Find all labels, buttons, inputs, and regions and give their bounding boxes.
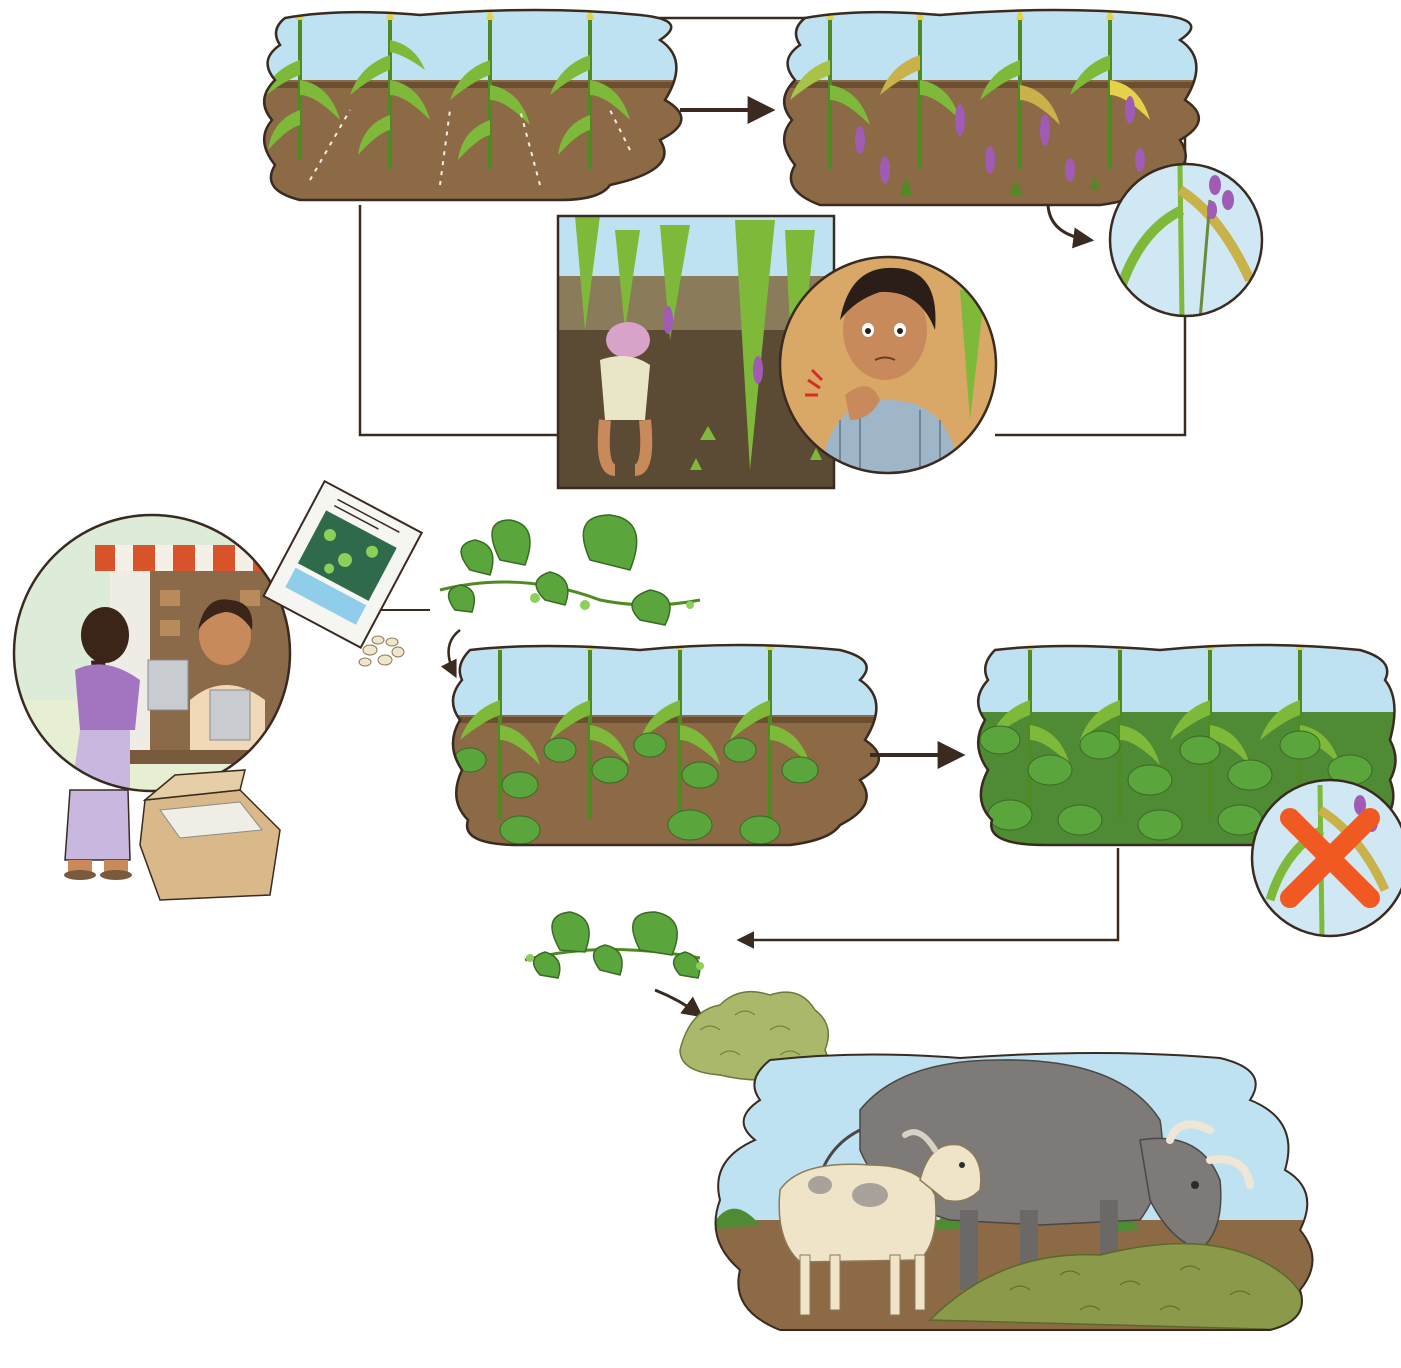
panel-tired-farmer: [778, 255, 998, 475]
panel-weed-infested-maize: [783, 8, 1201, 207]
connector-left-down: [358, 205, 558, 437]
arrow-harvest-to-fodder: [654, 988, 704, 1018]
arrow-to-weed-closeup: [1046, 204, 1095, 249]
panel-cover-crop-dense: [977, 643, 1397, 847]
arrow-vine-to-field: [440, 629, 461, 679]
seeds-icon: [358, 635, 405, 667]
panel-no-weeds: [1250, 778, 1401, 938]
panel-intercropped-maize: [451, 643, 881, 847]
connector-right-bottom: [995, 316, 1187, 437]
arrow-field-to-harvest: [736, 848, 1120, 949]
bending-farmer-icon: [597, 322, 653, 476]
pain-icon: [805, 368, 824, 397]
panel-seed-shop: [12, 513, 292, 901]
awning-icon: [95, 545, 290, 571]
panel-weed-closeup: [1108, 162, 1264, 318]
cross-icon: [1280, 808, 1380, 908]
maize-row-icon: [264, 10, 630, 170]
goat-icon: [778, 1129, 982, 1316]
panel-weed-free-maize: [263, 8, 683, 202]
panel-cover-crop-vine: [439, 514, 701, 626]
purple-weeds-icon: [855, 96, 1145, 184]
panel-harvested-cover-crop: [524, 911, 704, 979]
panel-livestock-feeding: [714, 1052, 1314, 1331]
panel-seed-packet: [262, 479, 424, 667]
cardboard-box-icon: [139, 769, 281, 901]
woman-legs-icon: [64, 789, 132, 880]
